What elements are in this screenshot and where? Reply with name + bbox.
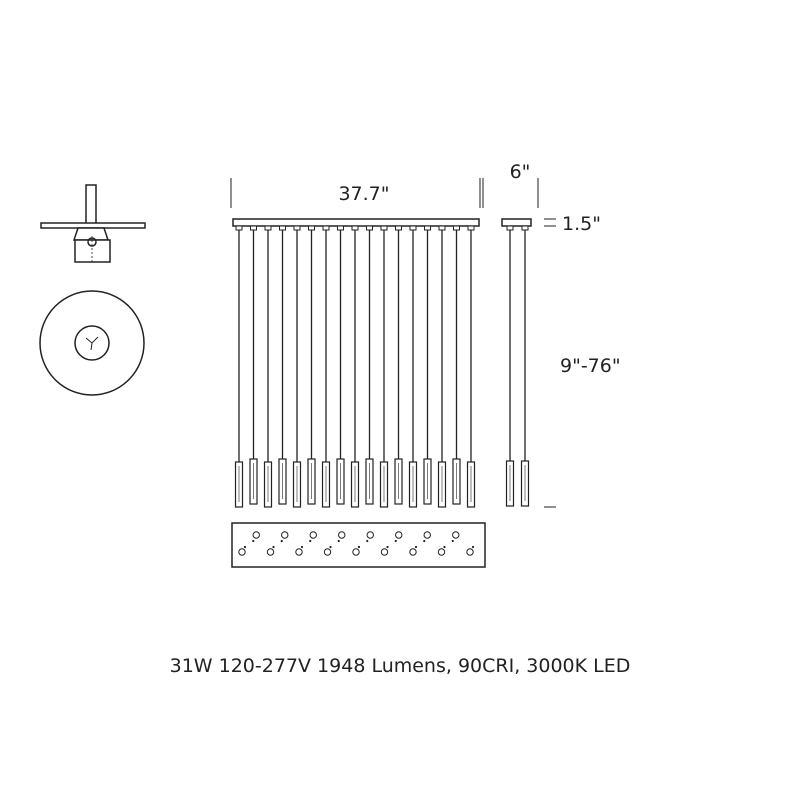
- front-pendant: [336, 225, 345, 505]
- front-pendant: [249, 225, 258, 505]
- width-label: 37.7": [338, 183, 389, 205]
- canopy-screw: [337, 539, 340, 543]
- canopy-screw: [272, 545, 275, 549]
- side-canopy: [501, 218, 532, 227]
- front-canopy: [232, 218, 480, 227]
- drop-label: 9"-76": [560, 355, 621, 377]
- mount-inner-circle: [74, 325, 110, 361]
- front-pendant: [423, 225, 432, 505]
- canopy-hole: [352, 548, 360, 556]
- canopy-hole: [252, 531, 260, 539]
- front-pendant: [437, 225, 447, 508]
- side-pendants: [505, 225, 530, 507]
- canopy-screw: [252, 539, 255, 543]
- canopy-hole: [380, 548, 389, 556]
- front-pendant: [466, 225, 476, 508]
- canopy-hole: [281, 531, 289, 539]
- front-pendant: [321, 225, 331, 508]
- canopy-hole: [423, 531, 431, 539]
- depth-dimension: [482, 178, 539, 208]
- spec-caption: 31W 120-277V 1948 Lumens, 90CRI, 3000K L…: [169, 655, 631, 677]
- front-pendant: [394, 225, 403, 505]
- canopy-hole: [395, 531, 403, 539]
- canopy-screw: [300, 545, 304, 549]
- front-pendant: [292, 225, 302, 508]
- canopy-height-label: 1.5": [562, 213, 601, 235]
- canopy-hole: [338, 531, 346, 539]
- mount-stem: [85, 184, 97, 228]
- canopy-hole: [452, 531, 460, 539]
- mount-bottom-detail: [39, 290, 145, 396]
- canopy-screw: [471, 545, 475, 549]
- side-pendant: [505, 225, 515, 507]
- canopy-hole: [366, 531, 374, 539]
- canopy-holes: [238, 531, 475, 556]
- mount-block: [74, 239, 111, 263]
- canopy-screw: [243, 545, 247, 549]
- canopy-hole: [238, 548, 246, 556]
- front-pendants: [234, 225, 476, 508]
- canopy-screw: [309, 539, 312, 543]
- mount-side-detail: [40, 184, 146, 263]
- side-pendant: [520, 225, 530, 507]
- front-pendant: [350, 225, 360, 508]
- canopy-screw: [451, 539, 454, 543]
- front-pendant: [452, 225, 461, 505]
- front-pendant: [307, 225, 316, 505]
- canopy-screw: [443, 545, 446, 549]
- mount-outer-circle: [39, 290, 145, 396]
- canopy-hole: [295, 548, 303, 556]
- canopy-hole: [466, 548, 474, 556]
- canopy-bottom-view: [231, 522, 486, 568]
- canopy-screw: [423, 539, 426, 543]
- front-pendant: [365, 225, 374, 505]
- canopy-screw: [394, 539, 397, 543]
- canopy-screw: [280, 539, 283, 543]
- front-pendant: [379, 225, 389, 508]
- canopy-hole: [437, 548, 446, 556]
- canopy-screw: [329, 545, 332, 549]
- canopy-screw: [414, 545, 418, 549]
- canopy-hole: [309, 531, 317, 539]
- canopy-screw: [357, 545, 361, 549]
- canopy-screw: [366, 539, 369, 543]
- front-pendant: [263, 225, 273, 508]
- canopy-screw: [386, 545, 389, 549]
- front-pendant: [408, 225, 418, 508]
- front-pendant: [234, 225, 244, 508]
- canopy-height-dimension: [544, 218, 556, 227]
- depth-label: 6": [510, 161, 531, 183]
- front-pendant: [278, 225, 287, 505]
- width-dimension: [230, 178, 481, 208]
- canopy-hole: [409, 548, 417, 556]
- mount-junction-icon: [85, 336, 99, 351]
- canopy-hole: [323, 548, 332, 556]
- canopy-hole: [266, 548, 275, 556]
